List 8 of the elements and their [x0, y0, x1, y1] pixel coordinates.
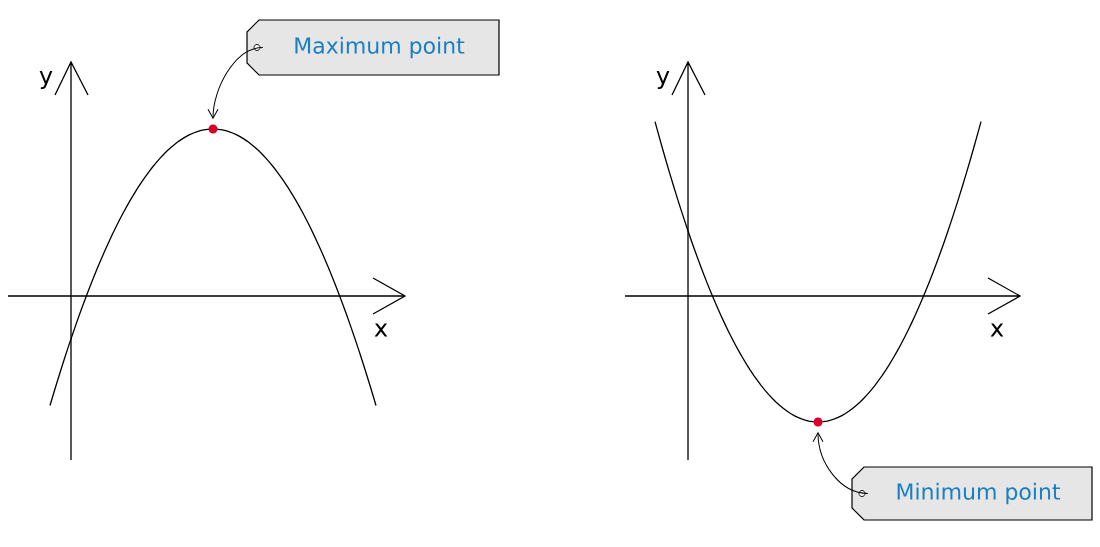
- tag-label: Maximum point: [246, 19, 500, 76]
- axis-label: x: [374, 323, 388, 337]
- leader-arrow: [812, 432, 869, 494]
- axis-label: y: [39, 70, 53, 90]
- axis-label: x: [990, 323, 1004, 337]
- leader-arrow: [207, 47, 264, 119]
- tag-label: Minimum point: [851, 466, 1093, 521]
- axis-label: y: [656, 70, 670, 90]
